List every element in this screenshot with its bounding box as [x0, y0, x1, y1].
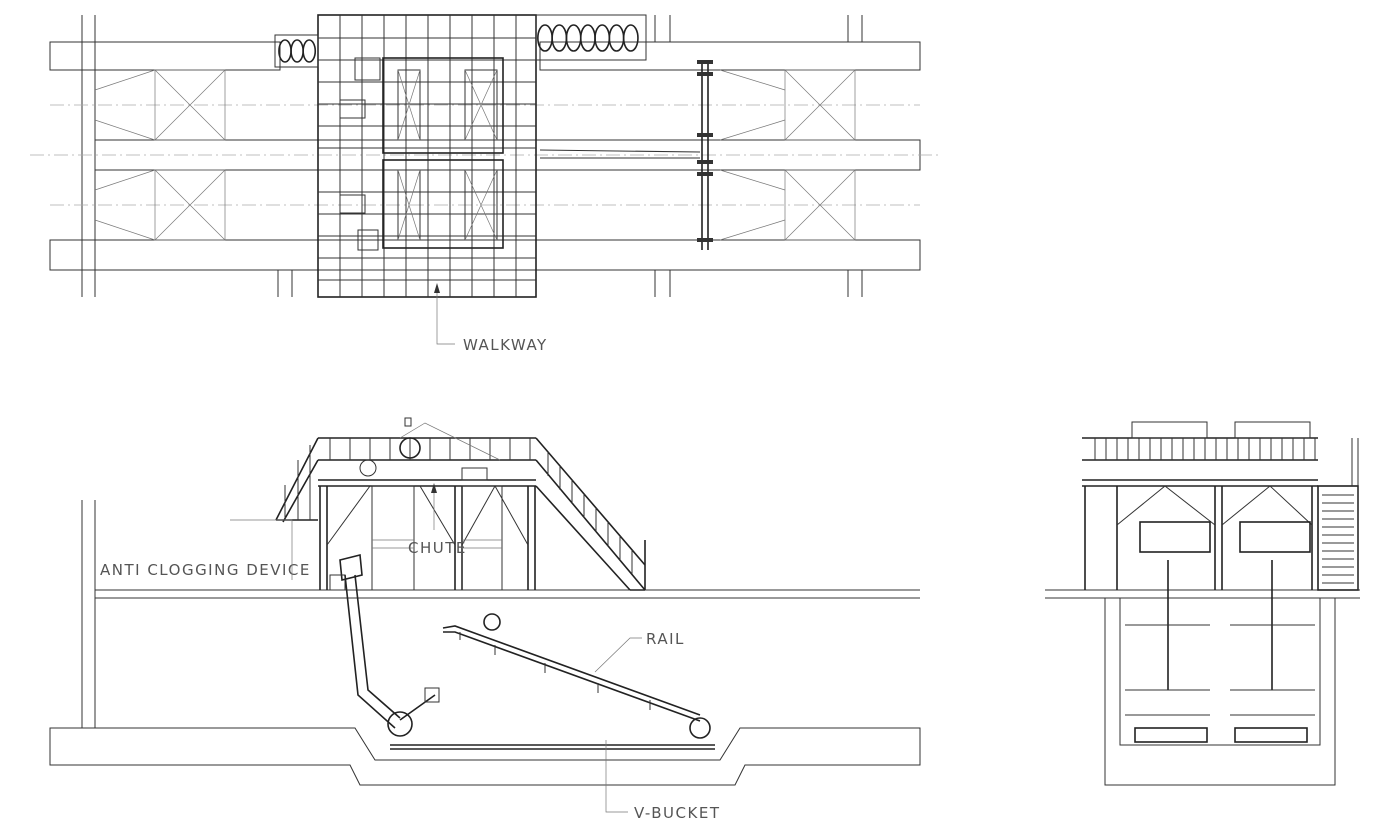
left-stair	[275, 437, 319, 523]
walkway-leader	[436, 285, 455, 345]
rail-label: RAIL	[646, 630, 685, 648]
anti-clogging-device	[339, 553, 363, 582]
plan-right-col	[847, 15, 863, 297]
coil-spring	[622, 24, 639, 52]
elevation-view: CHUTE ANTI CLOGGING DEVICE RAIL V-BUCKET	[49, 417, 921, 822]
chute-label: CHUTE	[408, 539, 467, 557]
plan-openings	[94, 69, 856, 241]
plan-walkway-extensions	[274, 14, 647, 68]
walkway-label: WALKWAY	[463, 336, 548, 354]
floor-rail	[390, 744, 715, 750]
plan-col-stubs	[277, 15, 671, 297]
ground-line	[95, 589, 920, 599]
plan-view: WALKWAY	[30, 14, 940, 354]
v-bucket-leader	[605, 740, 628, 813]
plan-centerlines	[30, 104, 940, 206]
plan-bottom-wall	[49, 239, 921, 271]
anti-clogging-leader	[230, 519, 293, 580]
inclined-rail	[442, 613, 711, 739]
section-pit	[1104, 597, 1336, 786]
bucket-arm	[344, 574, 440, 737]
right-stair	[535, 437, 646, 591]
coil-spring	[278, 39, 292, 63]
v-bucket-label: V-BUCKET	[634, 804, 720, 822]
pit-floor-concrete	[49, 727, 921, 786]
elevation-platform	[318, 417, 536, 591]
section-stair	[1317, 438, 1359, 591]
plan-platform-grid	[317, 14, 537, 298]
plan-mid-wall	[94, 139, 921, 171]
rail-leader	[594, 637, 642, 673]
section-view	[1045, 421, 1360, 786]
coil-spring	[302, 39, 317, 63]
coil-spring	[290, 39, 304, 63]
plan-top-wall	[49, 41, 281, 71]
plan-rail-member	[539, 60, 713, 250]
plan-left-wall	[81, 15, 96, 297]
anti-clogging-device-label: ANTI CLOGGING DEVICE	[100, 561, 311, 579]
